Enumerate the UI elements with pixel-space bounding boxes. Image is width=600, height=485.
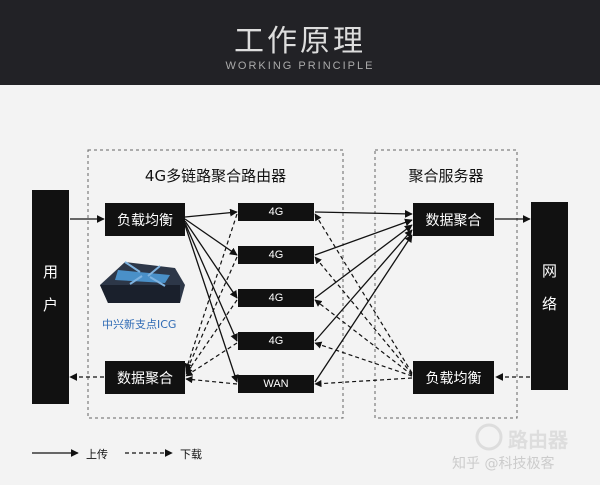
router-data-aggregation-box: 数据聚合 bbox=[105, 361, 185, 394]
header-banner: 工作原理 WORKING PRINCIPLE bbox=[0, 0, 600, 85]
server-data-aggregation-box: 数据聚合 bbox=[413, 203, 494, 236]
link-box: 4G bbox=[238, 246, 314, 264]
download-arrow-lb-to-link bbox=[314, 213, 413, 374]
download-arrow-link-to-da bbox=[185, 299, 238, 375]
watermark-brand: 路由器 bbox=[508, 428, 568, 452]
page-title: 工作原理 bbox=[234, 24, 366, 59]
server-group-border bbox=[374, 149, 518, 419]
download-arrow-lb-to-link bbox=[314, 341, 413, 377]
upload-arrow-lb-to-link bbox=[184, 208, 238, 218]
upload-arrow-link-to-da bbox=[314, 209, 413, 218]
download-arrow-link-to-da bbox=[185, 342, 238, 377]
upload-arrow-lb-to-link bbox=[184, 224, 239, 383]
legend-download-label: 下载 bbox=[180, 448, 202, 461]
download-arrow-lb-to-link bbox=[314, 299, 413, 376]
user-box: 用户 bbox=[32, 190, 69, 404]
upload-arrow-link-to-da bbox=[314, 229, 413, 342]
upload-arrow-lb-to-link bbox=[184, 218, 238, 256]
link-box: 4G bbox=[238, 203, 314, 221]
router-device-image bbox=[100, 261, 185, 303]
legend-upload-label: 上传 bbox=[86, 448, 108, 461]
upload-arrow-lb-to-link bbox=[184, 222, 238, 342]
network-box: 网络 bbox=[531, 202, 568, 390]
router-group-label: 4G多链路聚合路由器 bbox=[144, 167, 287, 185]
server-group-label: 聚合服务器 bbox=[408, 167, 484, 185]
page-subtitle: WORKING PRINCIPLE bbox=[225, 60, 375, 72]
download-arrow-link-to-da bbox=[185, 256, 238, 373]
download-arrow-link-to-da bbox=[184, 213, 238, 371]
link-box: 4G bbox=[238, 289, 314, 307]
watermark-text: 知乎 @科技极客 bbox=[452, 456, 555, 472]
router-load-balance-box: 负载均衡 bbox=[105, 203, 185, 236]
download-arrow-lb-to-link bbox=[314, 377, 413, 388]
link-box: 4G bbox=[238, 332, 314, 350]
server-load-balance-box: 负载均衡 bbox=[413, 361, 494, 394]
upload-arrow-lb-to-link bbox=[184, 220, 238, 299]
download-arrow-link-to-da bbox=[185, 376, 238, 385]
upload-arrow-link-to-da bbox=[314, 234, 413, 383]
link-box: WAN bbox=[238, 375, 314, 393]
watermark-logo-icon bbox=[475, 423, 503, 451]
upload-arrow-link-to-da bbox=[314, 218, 413, 256]
download-arrow-lb-to-link bbox=[314, 256, 413, 375]
product-label: 中兴新支点ICG bbox=[102, 318, 177, 331]
upload-arrow-link-to-da bbox=[314, 224, 413, 299]
router-group-border bbox=[87, 149, 344, 419]
